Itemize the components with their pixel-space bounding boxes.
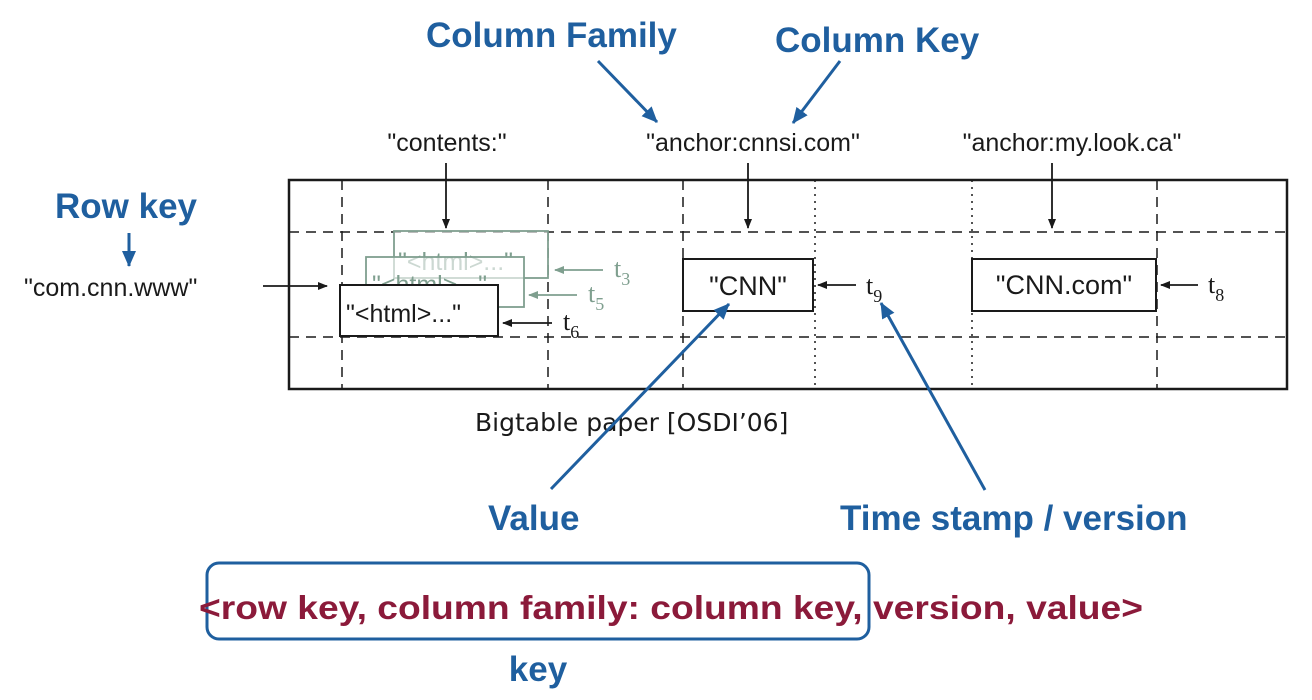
column-header-contents: "contents:" [387, 129, 506, 157]
row-key-label: "com.cnn.www" [24, 274, 197, 302]
table-frame [287, 178, 1289, 391]
annotation-column-key: Column Key [775, 21, 980, 60]
figure-caption: Bigtable paper [OSDI’06] [475, 408, 788, 437]
column-header-anchor-mylook: "anchor:my.look.ca" [963, 129, 1182, 157]
annotation-value: Value [488, 499, 579, 538]
column-header-anchor-cnnsi: "anchor:cnnsi.com" [646, 129, 860, 157]
annotation-arrow-column-family [596, 59, 659, 124]
timestamp-t5: t5 [588, 279, 604, 314]
annotation-column-family: Column Family [426, 16, 677, 55]
cell-contents-version-t6 [339, 284, 499, 337]
cell-anchor-cnnsi [682, 258, 814, 312]
timestamp-t9: t9 [866, 271, 882, 306]
annotation-arrow-column-key [791, 60, 842, 124]
timestamp-t8: t8 [1208, 270, 1224, 305]
annotation-key: key [509, 650, 568, 689]
annotation-arrow-value [549, 302, 731, 491]
timestamp-t6: t6 [563, 307, 579, 342]
annotation-timestamp: Time stamp / version [840, 499, 1188, 538]
cell-contents-version-t6-text: "<html>..." [346, 300, 461, 328]
cell-anchor-mylook-text: "CNN.com" [996, 270, 1132, 300]
annotation-row-key: Row key [55, 187, 198, 226]
formula: <row key, column family: column key, ver… [199, 589, 1143, 626]
key-bracket [205, 561, 871, 641]
cell-anchor-cnnsi-text: "CNN" [709, 271, 787, 301]
cell-anchor-mylook [971, 258, 1157, 312]
annotation-arrow-timestamp [879, 302, 987, 491]
timestamp-t3: t3 [614, 254, 630, 289]
